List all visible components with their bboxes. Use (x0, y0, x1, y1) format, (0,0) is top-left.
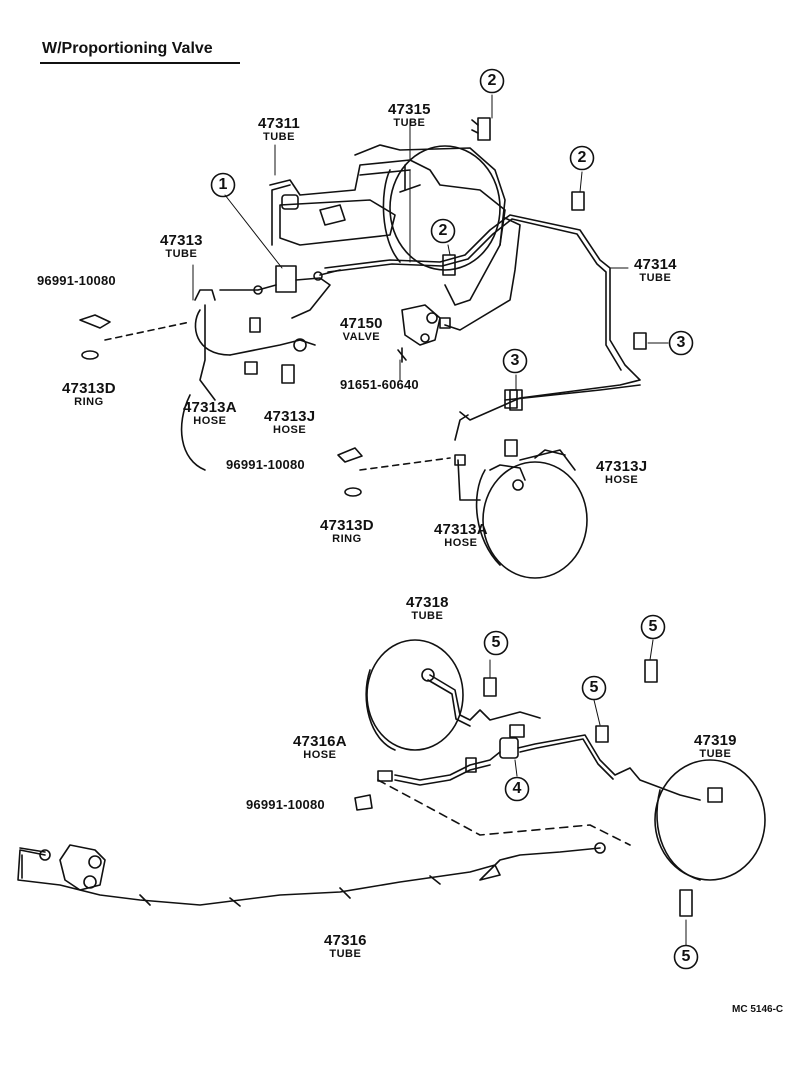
tube-47316-lines (17, 842, 606, 907)
callout-3-center: 3 (502, 348, 528, 374)
callout-1: 1 (210, 172, 236, 198)
callout-leaders (192, 94, 687, 946)
part-label-96991-rear: 96991-10080 (246, 797, 325, 812)
clip-right-drawing (337, 447, 363, 463)
part-label-91651: 91651-60640 (340, 377, 419, 392)
dash-rear (377, 779, 631, 846)
callout-5-left: 5 (483, 630, 509, 656)
brake-booster-drawing (354, 144, 506, 271)
ring-right-drawing (344, 487, 362, 497)
callout-5-bottom: 5 (673, 944, 699, 970)
tee-fitting-drawing (499, 724, 701, 801)
rear-junction-drawing (59, 844, 106, 891)
callout-3-right: 3 (668, 330, 694, 356)
part-label-96991-center: 96991-10080 (226, 457, 305, 472)
callout-4: 4 (504, 776, 530, 802)
brackets-rear (483, 659, 723, 917)
dash-left (104, 321, 191, 341)
callout-5-top-right: 5 (640, 614, 666, 640)
callout-5-middle: 5 (581, 675, 607, 701)
diagram-title: W/Proportioning Valve (42, 40, 213, 57)
tube-47315-lines (269, 159, 641, 421)
hose-47316A-drawing (377, 751, 501, 786)
callout-2-top: 2 (479, 68, 505, 94)
figure-code: MC 5146-C (732, 1004, 784, 1015)
clip-left-drawing (79, 314, 111, 329)
rear-left-drum-drawing (365, 639, 464, 751)
rear-right-drum-drawing (654, 759, 766, 881)
junction-block-drawing (219, 265, 341, 319)
dash-right (359, 457, 451, 471)
part-label-96991-left: 96991-10080 (37, 273, 116, 288)
ring-left-drawing (81, 350, 99, 360)
master-cylinder-drawing (279, 194, 396, 246)
callout-2-booster: 2 (430, 218, 456, 244)
front-left-brake-drawing (180, 289, 316, 471)
proportioning-valve-drawing (397, 304, 451, 363)
clip-rear-drawing (354, 794, 373, 811)
tube-47318-lines (421, 668, 541, 727)
title-underline (40, 62, 240, 64)
callout-2-right: 2 (569, 145, 595, 171)
brackets-top (442, 117, 647, 411)
